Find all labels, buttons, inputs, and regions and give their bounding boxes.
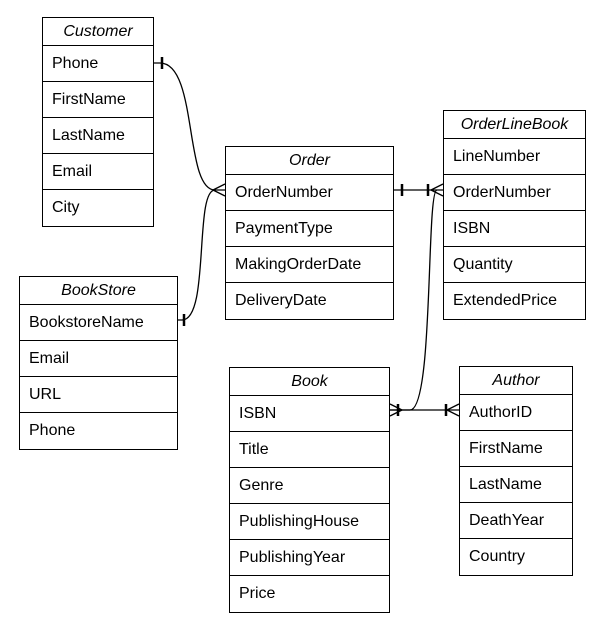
attribute-row[interactable]: AuthorID — [460, 395, 572, 431]
attribute-row[interactable]: PublishingYear — [230, 540, 389, 576]
entity-order[interactable]: Order OrderNumber PaymentType MakingOrde… — [225, 146, 394, 320]
attribute-row[interactable]: OrderNumber — [226, 175, 393, 211]
attribute-row[interactable]: Quantity — [444, 247, 585, 283]
entity-title: BookStore — [20, 277, 177, 305]
attribute-row[interactable]: Price — [239, 585, 276, 602]
entity-title: Author — [460, 367, 572, 395]
connector-customer-order — [154, 62, 225, 191]
attribute-row[interactable]: BookstoreName — [20, 305, 177, 341]
attribute-row[interactable]: Country — [469, 548, 526, 565]
attribute-row[interactable]: URL — [20, 377, 177, 413]
attribute-row[interactable]: FirstName — [43, 82, 153, 118]
attribute-row[interactable]: PublishingHouse — [230, 504, 389, 540]
connector-order-orderlinebook-crowfoot — [430, 183, 444, 197]
attribute-row[interactable]: Email — [20, 341, 177, 377]
attribute-row[interactable]: LastName — [43, 118, 153, 154]
attribute-row[interactable]: FirstName — [460, 431, 572, 467]
attribute-row[interactable]: LastName — [460, 467, 572, 503]
connector-author-book-crowfoot — [446, 403, 460, 417]
entity-orderlinebook[interactable]: OrderLineBook LineNumber OrderNumber ISB… — [443, 110, 586, 320]
attribute-row[interactable]: LineNumber — [444, 139, 585, 175]
connector-book-orderlinebook-crowfoot — [389, 403, 403, 417]
attribute-row[interactable]: MakingOrderDate — [226, 247, 393, 283]
entity-title: Order — [226, 147, 393, 175]
entity-title: OrderLineBook — [444, 111, 585, 139]
attribute-row[interactable]: Phone — [43, 46, 153, 82]
attribute-row[interactable]: ISBN — [444, 211, 585, 247]
entity-customer[interactable]: Customer Phone FirstName LastName Email … — [42, 17, 154, 227]
attribute-row[interactable]: OrderNumber — [444, 175, 585, 211]
connector-customer-order-crowfoot — [212, 183, 226, 197]
attribute-row[interactable]: Genre — [230, 468, 389, 504]
entity-author[interactable]: Author AuthorID FirstName LastName Death… — [459, 366, 573, 576]
entity-book[interactable]: Book ISBN Title Genre PublishingHouse Pu… — [229, 367, 390, 613]
attribute-row[interactable]: ISBN — [230, 396, 389, 432]
attribute-row[interactable]: ExtendedPrice — [453, 292, 558, 309]
entity-title: Customer — [43, 18, 153, 46]
attribute-row[interactable]: DeathYear — [460, 503, 572, 539]
entity-title: Book — [230, 368, 389, 396]
attribute-row[interactable]: City — [52, 199, 80, 216]
attribute-row[interactable]: DeliveryDate — [235, 292, 327, 309]
connector-book-orderlinebook — [390, 189, 438, 411]
attribute-row[interactable]: Phone — [29, 422, 76, 439]
attribute-row[interactable]: Title — [230, 432, 389, 468]
entity-bookstore[interactable]: BookStore BookstoreName Email URL Phone — [19, 276, 178, 450]
attribute-row[interactable]: PaymentType — [226, 211, 393, 247]
connector-bookstore-order — [178, 189, 216, 321]
attribute-row[interactable]: Email — [43, 154, 153, 190]
